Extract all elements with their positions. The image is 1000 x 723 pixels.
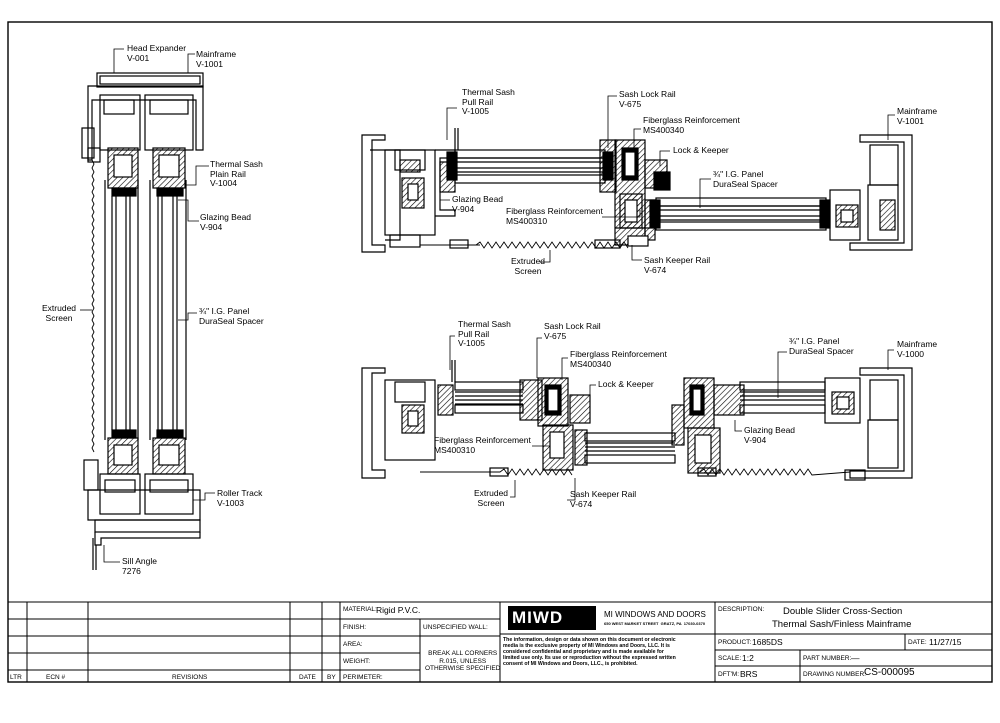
label-sash-lock-rail-bottom: Sash Lock Rail V-675	[544, 321, 601, 341]
top-leaders	[439, 95, 895, 263]
revision-header-revisions: REVISIONS	[172, 674, 208, 681]
label-sill-angle: Sill Angle 7276	[122, 556, 157, 576]
label-ig-panel-top: ¾" I.G. Panel DuraSeal Spacer	[713, 169, 778, 189]
label-lock-keeper-bottom: Lock & Keeper	[598, 379, 654, 389]
company-name: MI WINDOWS AND DOORS	[604, 610, 706, 619]
product-label: PRODUCT:	[718, 639, 752, 646]
part-number-value: —	[851, 653, 860, 663]
description-label: DESCRIPTION:	[718, 606, 765, 613]
weight-label: WEIGHT:	[343, 658, 371, 665]
scale-label: SCALE:	[718, 655, 742, 662]
proprietary-notice: The information, design or data shown on…	[503, 637, 676, 667]
label-sash-lock-rail-top: Sash Lock Rail V-675	[619, 89, 676, 109]
label-extruded-screen-vertical: Extruded Screen	[42, 303, 77, 323]
vertical-leaders	[80, 48, 215, 563]
finish-label: FINISH:	[343, 624, 367, 631]
label-fiberglass-ms400310-top: Fiberglass Reinforcement MS400310	[506, 206, 603, 226]
revision-header-ecn: ECN #	[46, 674, 66, 681]
revision-header-date: DATE	[299, 674, 316, 681]
label-sash-keeper-rail-bottom: Sash Keeper Rail V-674	[570, 489, 637, 509]
bottom-leaders	[449, 335, 894, 501]
title-block-frame	[7, 601, 993, 683]
label-ig-panel-vertical: ¾" I.G. Panel DuraSeal Spacer	[199, 306, 264, 326]
label-extruded-screen-top: Extruded Screen	[511, 256, 546, 276]
label-mainframe-v1000: Mainframe V-1000	[897, 339, 938, 359]
break-corners-note: BREAK ALL CORNERS R.015, UNLESS OTHERWIS…	[425, 650, 501, 672]
label-mainframe-top: Mainframe V-1001	[897, 106, 938, 126]
label-ig-panel-bottom: ¾" I.G. Panel DuraSeal Spacer	[789, 336, 854, 356]
perimeter-label: PERIMETER:	[343, 674, 383, 681]
vertical-section	[81, 72, 204, 570]
product-value: 1685DS	[752, 637, 783, 647]
label-thermal-sash-pull-rail-bottom: Thermal Sash Pull Rail V-1005	[458, 319, 511, 348]
label-fiberglass-ms400340-top: Fiberglass Reinforcement MS400340	[643, 115, 740, 135]
drawing-number-label: DRAWING NUMBER:	[803, 671, 866, 678]
top-horizontal-section	[361, 128, 913, 253]
company-address: 650 WEST MARKET STREET GRATZ, PA 17030-0…	[604, 621, 706, 626]
label-roller-track: Roller Track V-1003	[217, 488, 263, 508]
dftm-value: BRS	[740, 669, 758, 679]
label-glazing-bead-vertical: Glazing Bead V-904	[200, 212, 252, 232]
label-glazing-bead-top: Glazing Bead V-904	[452, 194, 504, 214]
drawing-number-value: CS-000095	[864, 667, 915, 678]
label-thermal-sash-plain-rail: Thermal Sash Plain Rail V-1004	[210, 159, 263, 188]
description-line-1: Double Slider Cross-Section	[783, 606, 903, 617]
part-number-label: PART NUMBER:	[803, 655, 852, 662]
description-line-2: Thermal Sash/Finless Mainframe	[772, 619, 912, 630]
label-extruded-screen-bottom: Extruded Screen	[474, 488, 509, 508]
bottom-horizontal-section	[361, 360, 913, 481]
unspecified-wall-label: UNSPECIFIED WALL:	[423, 624, 488, 631]
revision-header-by: BY	[327, 674, 336, 681]
label-head-expander: Head Expander V-001	[127, 43, 187, 63]
label-mainframe-v1001: Mainframe V-1001	[196, 49, 237, 69]
company-logo-text: MIWD	[512, 608, 564, 627]
dftm-label: DFT'M:	[718, 671, 740, 678]
company-logo	[508, 606, 596, 630]
area-label: AREA:	[343, 641, 363, 648]
date-value: 11/27/15	[929, 637, 962, 647]
material-label: MATERIAL:	[343, 606, 377, 613]
label-lock-keeper-top: Lock & Keeper	[673, 145, 729, 155]
label-thermal-sash-pull-rail-top: Thermal Sash Pull Rail V-1005	[462, 87, 515, 116]
revision-header-ltr: LTR	[10, 674, 22, 681]
date-label: DATE:	[908, 639, 927, 646]
label-glazing-bead-bottom: Glazing Bead V-904	[744, 425, 796, 445]
label-sash-keeper-rail-top: Sash Keeper Rail V-674	[644, 255, 711, 275]
material-value: Rigid P.V.C.	[376, 605, 421, 615]
label-fiberglass-ms400340-bottom: Fiberglass Reinforcement MS400340	[570, 349, 667, 369]
scale-value: 1:2	[742, 653, 754, 663]
label-fiberglass-ms400310-bottom: Fiberglass Reinforcement MS400310	[434, 435, 531, 455]
